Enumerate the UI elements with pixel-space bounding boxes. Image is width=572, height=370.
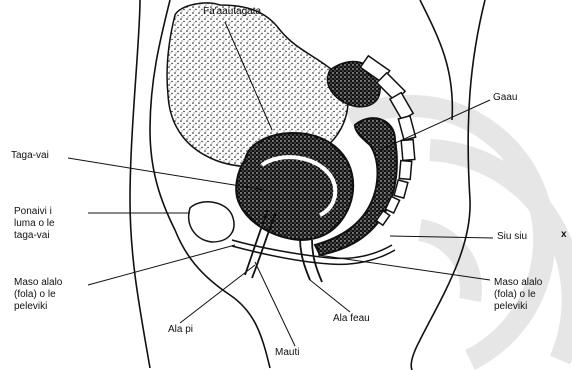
label-pelvic-left: Maso alalo (fola) o le peleviki xyxy=(14,277,62,313)
label-uterus: Taga-vai xyxy=(11,150,49,162)
label-bowel: Gaau xyxy=(493,92,517,104)
label-vagina-canal: Ala feau xyxy=(333,313,370,325)
label-bladder-gland: Ponaivi i luma o le taga-vai xyxy=(14,206,55,242)
label-fallopian: Fa'aautagata xyxy=(203,6,261,18)
label-pelvic-right: Maso alalo (fola) o le peleviki xyxy=(494,277,542,313)
label-coccyx-mark: x xyxy=(561,229,567,241)
label-urethra: Ala pi xyxy=(168,324,193,336)
label-coccyx: Siu siu xyxy=(497,231,527,243)
label-vagina: Mauti xyxy=(275,347,299,359)
pubic-bone xyxy=(189,202,234,242)
